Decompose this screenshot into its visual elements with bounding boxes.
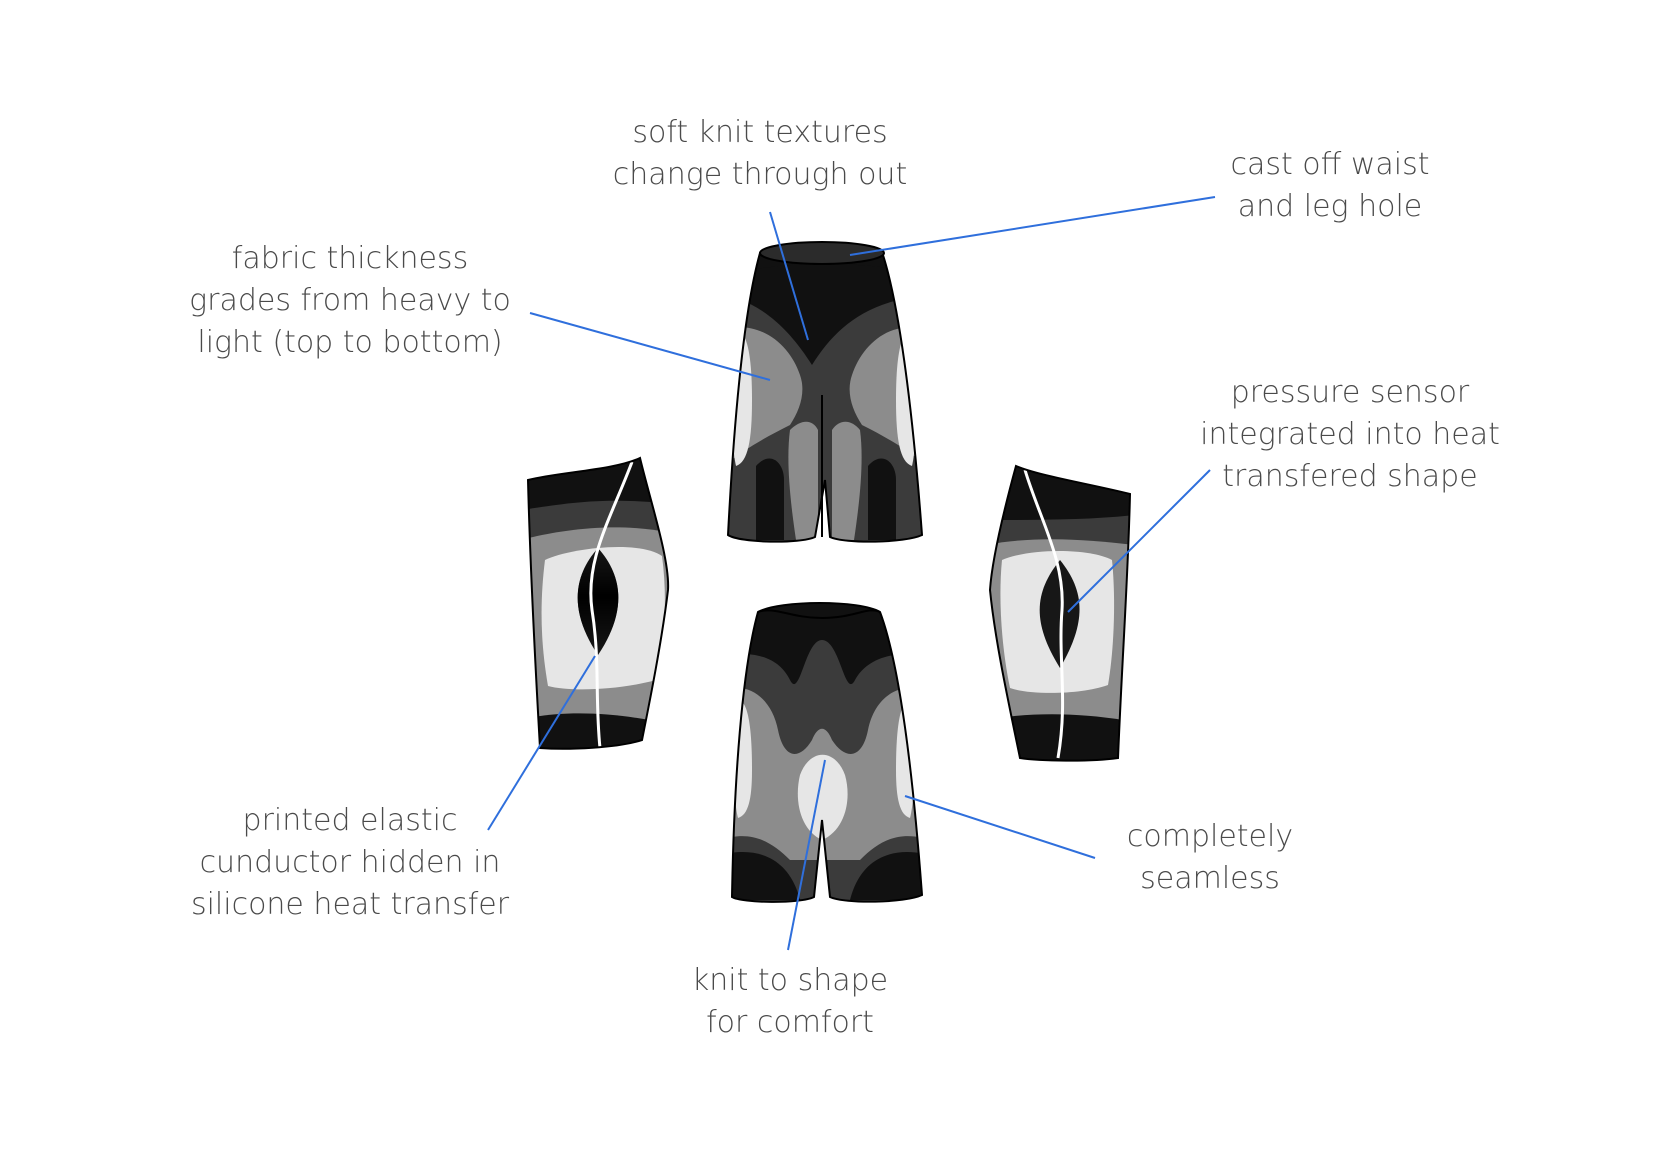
printed-elastic-line-1: printed elastic (242, 803, 458, 838)
seamless-line-1: completely (1126, 819, 1294, 854)
knit-to-shape-line-2: for comfort (706, 1005, 874, 1040)
seamless-label: completely seamless (1070, 816, 1350, 900)
leader-cast-off (849, 196, 1216, 256)
right-side-garment (988, 464, 1132, 762)
soft-knit-line-2: change through out (612, 157, 908, 192)
fabric-thickness-line-2: grades from heavy to (189, 283, 511, 318)
cast-off-line-1: cast off waist (1230, 147, 1430, 182)
pressure-sensor-line-3: transfered shape (1222, 459, 1478, 494)
pressure-sensor-line-1: pressure sensor (1230, 375, 1470, 410)
leader-fabric-thickness (529, 312, 771, 381)
fabric-thickness-label: fabric thickness grades from heavy to li… (150, 238, 550, 364)
leader-knit-to-shape (787, 759, 826, 951)
knit-to-shape-label: knit to shape for comfort (640, 960, 940, 1044)
left-side-garment (526, 456, 670, 750)
printed-elastic-line-2: cunductor hidden in (199, 845, 501, 880)
back-view-garment (730, 602, 924, 903)
leader-lines (487, 196, 1216, 951)
seamless-line-2: seamless (1140, 861, 1280, 896)
leader-pressure-sensor (1067, 469, 1211, 613)
fabric-thickness-line-3: light (top to bottom) (197, 325, 503, 360)
printed-elastic-label: printed elastic cunductor hidden in sili… (150, 800, 550, 926)
leader-seamless (904, 795, 1096, 859)
fabric-thickness-line-1: fabric thickness (231, 241, 469, 276)
pressure-sensor-line-2: integrated into heat (1200, 417, 1500, 452)
soft-knit-line-1: soft knit textures (632, 115, 888, 150)
leader-soft-knit (769, 211, 809, 341)
leader-printed-elastic (487, 655, 596, 831)
pressure-sensor-label: pressure sensor integrated into heat tra… (1170, 372, 1530, 498)
cast-off-label: cast off waist and leg hole (1180, 144, 1480, 228)
knit-to-shape-line-1: knit to shape (691, 963, 889, 998)
soft-knit-label: soft knit textures change through out (560, 112, 960, 196)
printed-elastic-line-3: silicone heat transfer (190, 887, 510, 922)
front-view-garment (726, 241, 924, 543)
cast-off-line-2: and leg hole (1237, 189, 1423, 224)
